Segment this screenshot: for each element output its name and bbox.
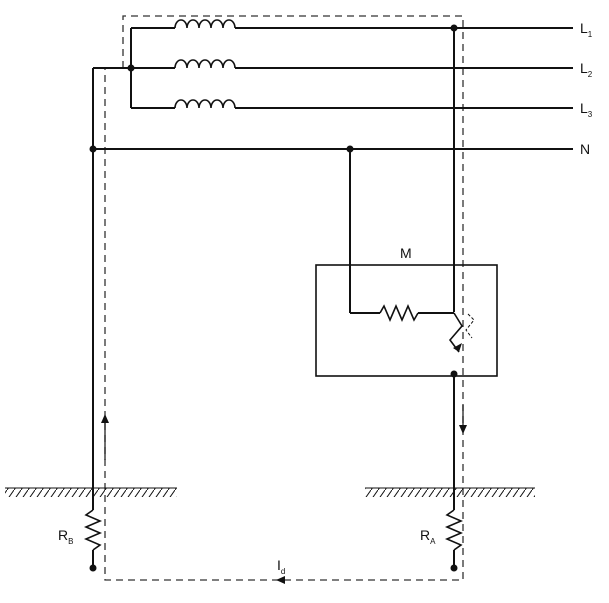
- phase-winding-l2: [131, 59, 573, 69]
- equipment-enclosure: [315, 264, 498, 377]
- label-n: N: [580, 141, 590, 157]
- label-l1: L1: [580, 20, 593, 39]
- earth-resistor-ra: [444, 509, 464, 551]
- load-resistor: [379, 303, 419, 323]
- current-arrow-left-icon: [276, 576, 285, 584]
- label-l2: L2: [580, 60, 593, 79]
- label-rb: RB: [58, 527, 73, 546]
- phase-winding-l3: [131, 99, 573, 109]
- fault-arrow-head: [453, 343, 462, 352]
- ground-left: [5, 488, 177, 497]
- earth-resistor-rb: [83, 509, 103, 551]
- fault-symbol: [448, 312, 463, 353]
- earth-electrode-a: [450, 564, 458, 572]
- current-arrow-up-icon: [101, 414, 109, 460]
- fault-spark-icon: [465, 313, 475, 339]
- current-arrow-down-icon: [459, 405, 467, 434]
- junction-star: [127, 64, 135, 72]
- label-l3: L3: [580, 100, 593, 119]
- junction-neutral-left: [89, 145, 97, 153]
- ground-right: [365, 488, 535, 497]
- label-m: M: [400, 245, 412, 261]
- label-id: Id: [277, 557, 285, 576]
- phase-winding-l1: [131, 19, 573, 29]
- label-ra: RA: [420, 527, 436, 546]
- earth-electrode-b: [89, 564, 97, 572]
